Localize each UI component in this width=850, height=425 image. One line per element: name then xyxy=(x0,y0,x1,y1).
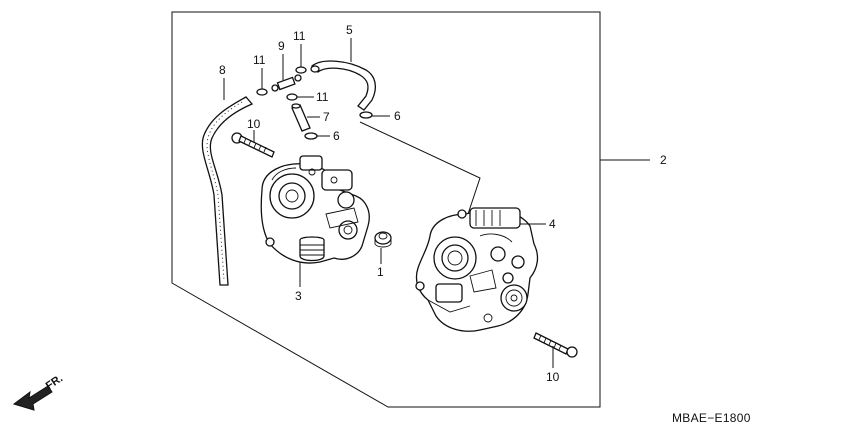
part-10-bolt-lower xyxy=(533,332,578,358)
callout-5: 5 xyxy=(346,23,353,37)
callout-7: 7 xyxy=(323,110,330,124)
callout-6b: 6 xyxy=(394,109,401,123)
assembly-outline xyxy=(171,11,601,408)
part-5-hose xyxy=(310,60,377,111)
callout-10a: 10 xyxy=(247,117,261,131)
part-11-clip-mid xyxy=(286,93,298,101)
callout-1: 1 xyxy=(377,265,384,279)
callout-11b: 11 xyxy=(293,29,306,43)
part-11-clip-top xyxy=(295,66,307,74)
callout-11a: 11 xyxy=(253,53,266,67)
part-7-tube xyxy=(291,103,311,132)
part-6-clip-left xyxy=(304,132,318,140)
callout-4: 4 xyxy=(549,217,556,231)
callout-3: 3 xyxy=(295,289,302,303)
part-9-fitting xyxy=(271,74,302,92)
part-1-cap xyxy=(374,231,392,248)
part-10-bolt-upper xyxy=(231,132,275,158)
part-8-tube xyxy=(201,96,254,286)
callout-6a: 6 xyxy=(333,129,340,143)
callout-10b: 10 xyxy=(546,370,560,384)
connection-line xyxy=(359,121,481,215)
part-11-clip-left xyxy=(256,88,268,96)
part-4-carburetor xyxy=(415,207,539,332)
part-3-carburetor xyxy=(260,155,370,264)
front-arrow-icon xyxy=(12,385,53,411)
callout-8: 8 xyxy=(219,63,226,77)
callout-11c: 11 xyxy=(316,90,329,104)
part-6-clip-right xyxy=(359,111,373,119)
diagram-code: MBAE−E1800 xyxy=(672,411,751,425)
callout-2: 2 xyxy=(660,153,667,167)
callout-9: 9 xyxy=(278,39,285,53)
